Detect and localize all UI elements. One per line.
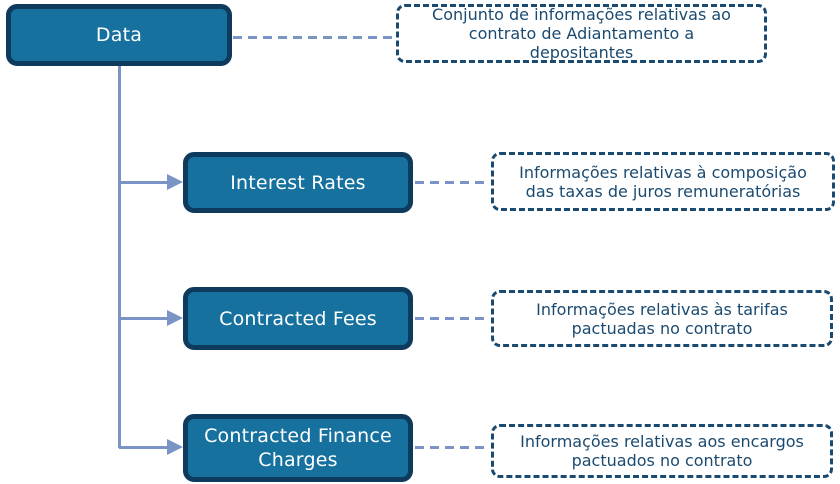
node-data: Data <box>6 4 232 66</box>
branch-connector-finance-charges <box>119 446 169 449</box>
branch-connector-interest-rates <box>119 181 169 184</box>
branch-connector-contracted-fees <box>119 317 169 320</box>
node-data-label: Data <box>95 24 143 46</box>
note-connector-interest-rates <box>415 181 489 184</box>
arrowhead-icon <box>167 439 183 455</box>
note-line: das taxas de juros remuneratórias <box>525 181 801 201</box>
note-connector-data <box>233 36 394 39</box>
note-connector-finance-charges <box>415 446 489 449</box>
note-line: pactuadas no contrato <box>571 318 753 338</box>
arrowhead-icon <box>167 174 183 190</box>
node-contracted-finance-charges-label: Contracted Finance Charges <box>204 425 392 471</box>
node-interest-rates-label: Interest Rates <box>230 171 366 194</box>
arrowhead-icon <box>167 310 183 326</box>
note-line: Informações relativas aos encargos <box>520 432 804 451</box>
note-line: Informações relativas às tarifas <box>536 299 788 319</box>
note-line: Conjunto de informações relativas ao <box>432 5 731 24</box>
note-line: pactuados no contrato <box>571 451 753 470</box>
note-data: Conjunto de informações relativas ao con… <box>396 4 767 63</box>
note-line: Informações relativas à composição <box>519 162 807 182</box>
note-line: depositantes <box>529 43 634 62</box>
trunk-connector-line <box>118 66 121 448</box>
note-contracted-fees: Informações relativas às tarifas pactuad… <box>491 290 833 347</box>
note-line: contrato de Adiantamento a <box>468 24 695 43</box>
note-contracted-finance-charges: Informações relativas aos encargos pactu… <box>491 424 833 478</box>
note-interest-rates: Informações relativas à composição das t… <box>491 152 835 211</box>
node-interest-rates: Interest Rates <box>183 152 413 213</box>
node-contracted-finance-charges: Contracted Finance Charges <box>183 414 413 482</box>
note-connector-contracted-fees <box>415 317 489 320</box>
node-contracted-fees-label: Contracted Fees <box>219 307 377 330</box>
node-contracted-fees: Contracted Fees <box>183 287 413 350</box>
